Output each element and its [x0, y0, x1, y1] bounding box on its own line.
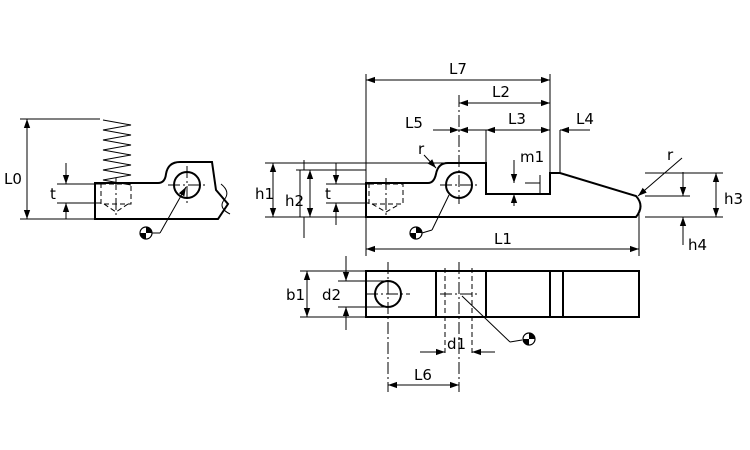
side-dim-h3: h3 — [724, 190, 743, 208]
left-dim-L0: L0 — [4, 170, 22, 188]
side-dim-L1: L1 — [494, 230, 512, 248]
side-dim-L2: L2 — [492, 83, 510, 101]
plan-view — [300, 256, 640, 392]
plan-pivot-marker — [522, 332, 536, 346]
side-view — [265, 74, 723, 256]
side-dim-L3: L3 — [508, 110, 526, 128]
plan-dim-d2: d2 — [322, 286, 341, 304]
plan-dim-L6: L6 — [414, 366, 432, 384]
side-dim-h2: h2 — [285, 192, 304, 210]
spring — [102, 119, 132, 186]
side-dim-L5: L5 — [405, 114, 423, 132]
side-hidden-screw-tip — [371, 203, 401, 213]
side-dim-t: t — [325, 185, 331, 203]
side-dim-r-right: r — [667, 146, 674, 164]
left-hidden-screw-tip — [103, 203, 129, 213]
left-break-line — [220, 183, 231, 215]
side-dim-h4: h4 — [688, 236, 707, 254]
side-body-outline — [365, 162, 642, 218]
side-dim-L7: L7 — [449, 60, 467, 78]
left-body-outline — [94, 161, 230, 220]
side-pivot-marker — [409, 226, 423, 240]
plan-dim-b1: b1 — [286, 286, 305, 304]
plan-dim-d1: d1 — [447, 335, 466, 353]
side-dim-m1: m1 — [520, 148, 544, 166]
left-view — [20, 118, 231, 240]
side-dim-h1: h1 — [255, 185, 274, 203]
left-pivot-marker — [139, 226, 153, 240]
side-dim-r-left: r — [418, 140, 425, 158]
side-dim-L4: L4 — [576, 110, 594, 128]
left-dim-t: t — [50, 185, 56, 203]
